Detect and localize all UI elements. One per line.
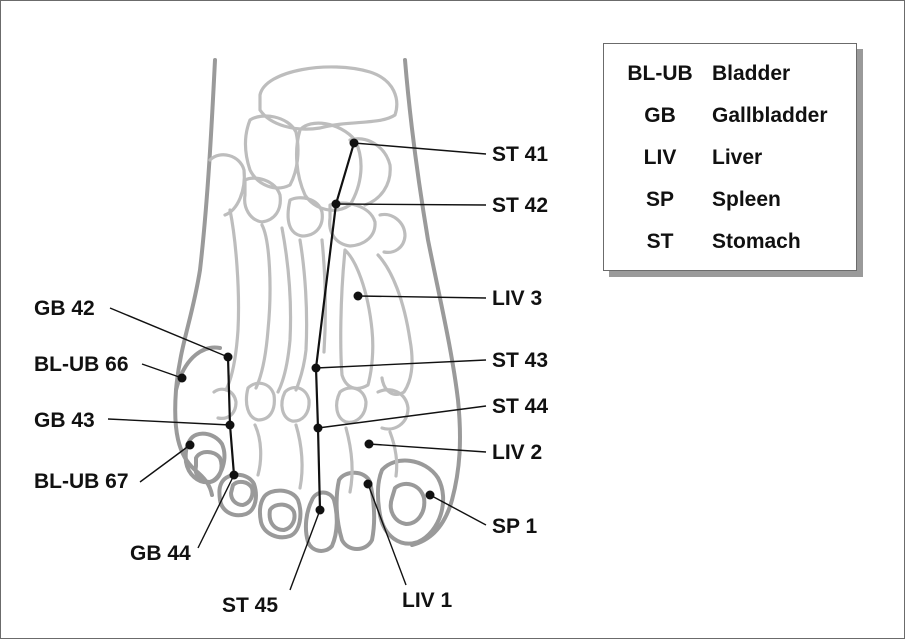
legend-abbr: BL-UB	[610, 62, 710, 86]
point-gb42	[224, 353, 233, 362]
legend-abbr: SP	[610, 188, 710, 212]
point-st44	[314, 424, 323, 433]
point-gb44	[230, 471, 239, 480]
point-liv3	[354, 292, 363, 301]
point-blub66	[178, 374, 187, 383]
point-blub67	[186, 441, 195, 450]
foot-bones	[210, 67, 412, 492]
point-liv1	[364, 480, 373, 489]
label-liv3: LIV 3	[492, 287, 542, 310]
label-gb43: GB 43	[34, 409, 95, 432]
legend-row: BL-UB Bladder	[604, 54, 856, 94]
label-st42: ST 42	[492, 194, 548, 217]
point-st43	[312, 364, 321, 373]
stomach-meridian-line	[316, 143, 354, 510]
legend-abbr: GB	[610, 104, 710, 128]
legend-box: BL-UB Bladder GB Gallbladder LIV Liver S…	[603, 43, 857, 271]
label-liv1: LIV 1	[402, 589, 453, 612]
point-st45	[316, 506, 325, 515]
point-gb43	[226, 421, 235, 430]
legend-meridian-name: Stomach	[712, 230, 801, 254]
label-blub66: BL-UB 66	[34, 353, 129, 376]
point-st42	[332, 200, 341, 209]
legend-row: GB Gallbladder	[604, 96, 856, 136]
point-st41	[350, 139, 359, 148]
label-gb42: GB 42	[34, 297, 95, 320]
legend-row: SP Spleen	[604, 180, 856, 220]
legend-meridian-name: Spleen	[712, 188, 781, 212]
toes	[186, 434, 443, 551]
label-sp1: SP 1	[492, 515, 537, 538]
point-sp1	[426, 491, 435, 500]
legend-row: LIV Liver	[604, 138, 856, 178]
label-st44: ST 44	[492, 395, 548, 418]
point-labels: ST 41 ST 42 LIV 3 ST 43 ST 44 LIV 2 SP 1…	[34, 143, 548, 617]
label-st45: ST 45	[222, 594, 278, 617]
leader-lines	[108, 143, 486, 590]
foot-outline	[175, 60, 460, 545]
label-blub67: BL-UB 67	[34, 470, 129, 493]
legend-meridian-name: Liver	[712, 146, 762, 170]
legend-abbr: ST	[610, 230, 710, 254]
legend-row: ST Stomach	[604, 222, 856, 262]
label-st41: ST 41	[492, 143, 548, 166]
point-liv2	[365, 440, 374, 449]
label-st43: ST 43	[492, 349, 548, 372]
legend-meridian-name: Bladder	[712, 62, 790, 86]
label-liv2: LIV 2	[492, 441, 542, 464]
label-gb44: GB 44	[130, 542, 191, 565]
legend-meridian-name: Gallbladder	[712, 104, 828, 128]
legend-abbr: LIV	[610, 146, 710, 170]
